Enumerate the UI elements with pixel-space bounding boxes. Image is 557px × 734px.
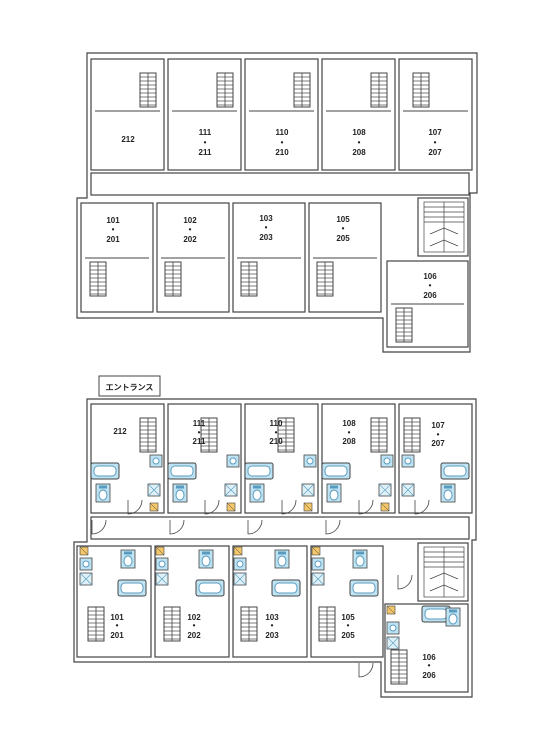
room-label: 201 — [110, 631, 124, 640]
room-label: 207 — [428, 148, 442, 157]
room-label: 210 — [269, 437, 283, 446]
room-label: 111 — [193, 419, 206, 428]
room-label-dot: • — [204, 138, 207, 147]
room-label-dot: • — [193, 621, 196, 630]
entrance-label: エントランス — [98, 375, 161, 397]
staircase-icon — [423, 546, 465, 598]
room-label: 206 — [422, 671, 436, 680]
room-label: 105 — [341, 613, 355, 622]
room-label: 101 — [110, 613, 124, 622]
room-label: 106 — [422, 653, 436, 662]
room-label: 210 — [275, 148, 289, 157]
room-label: 202 — [183, 235, 197, 244]
room-label: 205 — [341, 631, 355, 640]
room-label: 102 — [187, 613, 201, 622]
svg-text:エントランス: エントランス — [106, 383, 154, 392]
lower-room-labels: 212 111 • 211 110 • 210 108 • 208 107 • … — [110, 419, 445, 680]
room-label: 203 — [265, 631, 279, 640]
staircase-icon — [423, 201, 465, 253]
room-label: 202 — [187, 631, 201, 640]
room-label: 212 — [121, 135, 135, 144]
room-label: 108 — [342, 419, 356, 428]
room-label-dot: • — [429, 281, 432, 290]
room-label-dot: • — [428, 661, 431, 670]
room-label-dot: • — [358, 138, 361, 147]
room-label: 110 — [270, 419, 283, 428]
room-label-dot: • — [342, 224, 345, 233]
room-label: 105 — [336, 215, 350, 224]
room-label-dot: • — [348, 428, 351, 437]
room-label: 103 — [259, 214, 273, 223]
room-label: 111 — [199, 128, 212, 137]
room-label-dot: • — [437, 430, 440, 439]
room-label: 102 — [183, 216, 197, 225]
room-label: 208 — [352, 148, 366, 157]
room-label: 201 — [106, 235, 120, 244]
room-label: 208 — [342, 437, 356, 446]
room-label: 211 — [199, 148, 212, 157]
room-label: 205 — [336, 234, 350, 243]
room-label: 206 — [423, 291, 437, 300]
room-label: 211 — [193, 437, 206, 446]
room-label-dot: • — [271, 621, 274, 630]
room-label-dot: • — [347, 621, 350, 630]
room-label-dot: • — [281, 138, 284, 147]
room-label: 103 — [265, 613, 279, 622]
room-label: 212 — [113, 427, 127, 436]
upper-room-labels: 212 111 • 211 110 • 210 108 • 208 107 • … — [106, 128, 442, 300]
room-label: 101 — [106, 216, 120, 225]
room-label: 107 — [431, 421, 445, 430]
room-label-dot: • — [198, 428, 201, 437]
room-label: 110 — [276, 128, 289, 137]
room-label: 207 — [431, 439, 445, 448]
room-label-dot: • — [112, 225, 115, 234]
room-label-dot: • — [265, 223, 268, 232]
room-label-dot: • — [275, 428, 278, 437]
room-label-dot: • — [189, 225, 192, 234]
room-label-dot: • — [116, 621, 119, 630]
room-label: 107 — [428, 128, 442, 137]
room-label: 203 — [259, 233, 273, 242]
room-label: 108 — [352, 128, 366, 137]
room-label-dot: • — [434, 138, 437, 147]
room-label: 106 — [423, 272, 437, 281]
